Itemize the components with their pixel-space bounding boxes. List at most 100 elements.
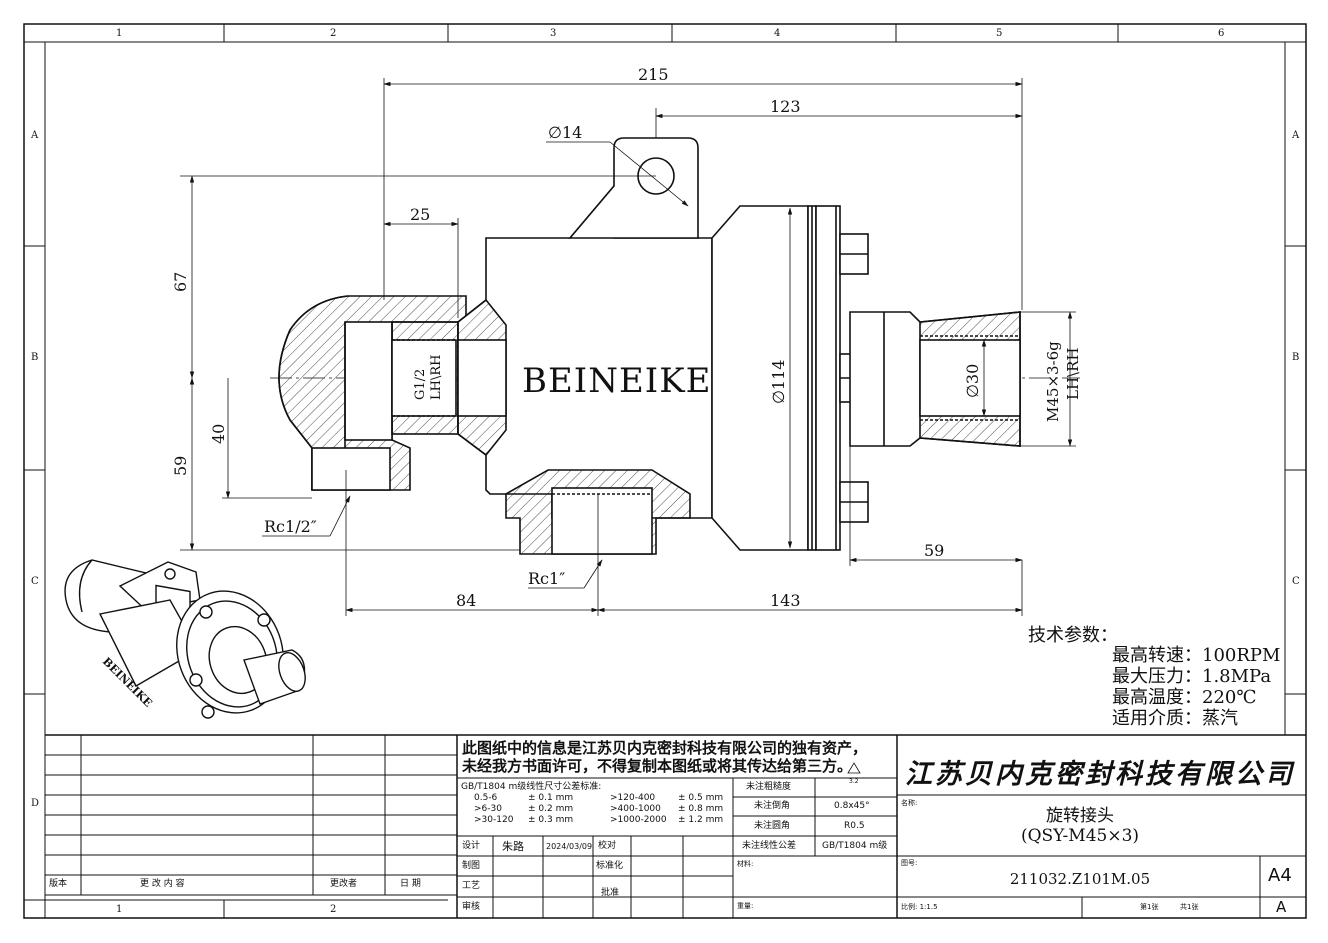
rev-changer-label: 更改者	[330, 879, 358, 889]
rev-version-label: 版本	[49, 879, 68, 889]
drawing-number-label: 图号:	[901, 859, 918, 867]
tol-r2c4: ± 0.8 mm	[678, 804, 724, 814]
zone-row-b-right: B	[1292, 352, 1299, 363]
part-name-block: 旋转接头 (QSY-M45×3)	[900, 806, 1260, 846]
zone-col-3: 3	[550, 28, 556, 39]
chamfer-label: 未注倒角	[754, 801, 791, 811]
company-name: 江苏贝内克密封科技有限公司	[905, 759, 1295, 790]
zone-row-c-right: C	[1292, 576, 1300, 587]
port-rc12: Rc1/2″	[264, 517, 317, 536]
revision-letter: A	[1276, 898, 1287, 916]
thread-g12: G1/2	[413, 369, 428, 400]
dim-dia-30: ∅30	[963, 364, 982, 398]
review-label: 审核	[462, 902, 481, 912]
craft-label: 工艺	[462, 881, 481, 891]
dim-143: 143	[770, 591, 801, 610]
chamfer-value: 0.8x45°	[834, 801, 870, 811]
tol-r1c4: ± 0.5 mm	[678, 793, 724, 803]
dim-215: 215	[638, 65, 669, 84]
tol-r1c3: >120-400	[610, 793, 656, 803]
material-label: 材料:	[737, 860, 754, 868]
dim-123: 123	[770, 97, 801, 116]
sheet-total: 共1张	[1180, 903, 1199, 911]
tol-r1c2: ± 0.1 mm	[528, 793, 574, 803]
design-date: 2024/03/09	[546, 842, 593, 851]
tol-r2c1: >6-30	[474, 804, 502, 814]
dimensions	[180, 78, 1076, 616]
notice-line-2: 未经我方书面许可，不得复制本图纸或将其传达给第三方。	[462, 757, 853, 775]
tol-r3c2: ± 0.3 mm	[528, 815, 574, 825]
tech-medium: 适用介质：蒸汽	[1112, 708, 1238, 729]
weight-label: 重量:	[737, 902, 754, 910]
roughness-label: 未注粗糙度	[746, 782, 792, 792]
dim-dia-14: ∅14	[548, 123, 582, 142]
tech-title: 技术参数：	[1028, 625, 1118, 646]
rev-date-label: 日 期	[400, 879, 421, 889]
dim-dia-114: ∅114	[769, 360, 788, 404]
confidential-notice: 此图纸中的信息是江苏贝内克密封科技有限公司的独有资产， 未经我方书面许可，不得复…	[462, 739, 867, 775]
zone-row-c: C	[31, 576, 39, 587]
tech-speed: 最高转速：100RPM	[1112, 645, 1281, 666]
scale-label: 比例: 1:1.5	[901, 903, 938, 911]
tol-r3c1: >30-120	[474, 815, 514, 825]
brand-text: BEINEIKE	[522, 361, 711, 401]
zone-col-1-bottom: 1	[116, 904, 122, 915]
paper-size: A4	[1268, 865, 1292, 886]
draw-label: 制图	[462, 861, 481, 871]
roughness-value: 3.2	[849, 778, 859, 785]
zone-col-6: 6	[1218, 28, 1224, 39]
tol-r2c2: ± 0.2 mm	[528, 804, 574, 814]
tech-pressure: 最大压力：1.8MPa	[1112, 666, 1272, 687]
tolerance-title: GB/T1804 m级线性尺寸公差标准:	[461, 782, 602, 792]
sheet-frame	[23, 23, 1307, 919]
zone-row-a-right: A	[1291, 130, 1300, 141]
linear-tolerance-label: 未注线性公差	[742, 841, 797, 851]
drawing-number: 211032.Z101M.05	[1009, 870, 1151, 888]
zone-row-b: B	[31, 352, 38, 363]
zone-col-2: 2	[330, 28, 336, 39]
dimension-texts: 215 123 ∅14 25 67 59 40 G1/2 LH\RH ∅114 …	[171, 65, 1082, 610]
sheet-number: 第1张	[1140, 903, 1159, 911]
thread-m45: M45×3-6g	[1044, 341, 1062, 422]
design-label: 设计	[462, 841, 481, 851]
rev-content-label: 更 改 内 容	[140, 879, 185, 889]
zone-col-5: 5	[996, 28, 1002, 39]
zone-col-4: 4	[774, 28, 780, 39]
tol-r3c3: >1000-2000	[610, 815, 667, 825]
dim-25: 25	[410, 205, 430, 224]
dim-84: 84	[456, 591, 476, 610]
zone-row-a: A	[30, 130, 39, 141]
designer-name: 朱路	[502, 840, 524, 853]
name-label: 名称:	[901, 799, 918, 807]
zone-labels: 1 2 3 4 5 6 1 2 A B C D A B C	[30, 28, 1300, 915]
tol-r1c1: 0.5-6	[474, 793, 498, 803]
dim-67: 67	[171, 272, 190, 292]
dim-59-left: 59	[171, 456, 190, 476]
fillet-label: 未注圆角	[754, 821, 791, 831]
title-block-grid	[45, 734, 1306, 918]
thread-lhrh-left: LH\RH	[429, 355, 444, 400]
check-label: 校对	[598, 841, 617, 851]
dim-59-right: 59	[924, 541, 944, 560]
fillet-value: R0.5	[844, 821, 865, 831]
rotary-joint-section: BEINEIKE	[278, 137, 1021, 555]
standardization-label: 标准化	[596, 861, 624, 871]
part-model: (QSY-M45×3)	[1020, 826, 1140, 846]
approve-label: 批准	[601, 888, 620, 898]
notice-line-1: 此图纸中的信息是江苏贝内克密封科技有限公司的独有资产，	[462, 739, 868, 757]
zone-col-2-bottom: 2	[330, 904, 336, 915]
isometric-view: BEINEIKE	[64, 559, 306, 719]
linear-tolerance-value: GB/T1804 m级	[822, 841, 888, 851]
port-rc1: Rc1″	[528, 569, 565, 588]
zone-col-1: 1	[116, 28, 122, 39]
tech-temp: 最高温度：220℃	[1112, 687, 1257, 708]
part-name: 旋转接头	[1046, 806, 1114, 826]
zone-row-d: D	[31, 798, 39, 809]
dim-40: 40	[209, 424, 228, 444]
tol-r2c3: >400-1000	[610, 804, 661, 814]
roughness-symbol	[847, 762, 861, 774]
thread-lhrh-right: LH\RH	[1064, 348, 1082, 400]
tol-r3c4: ± 1.2 mm	[678, 815, 724, 825]
